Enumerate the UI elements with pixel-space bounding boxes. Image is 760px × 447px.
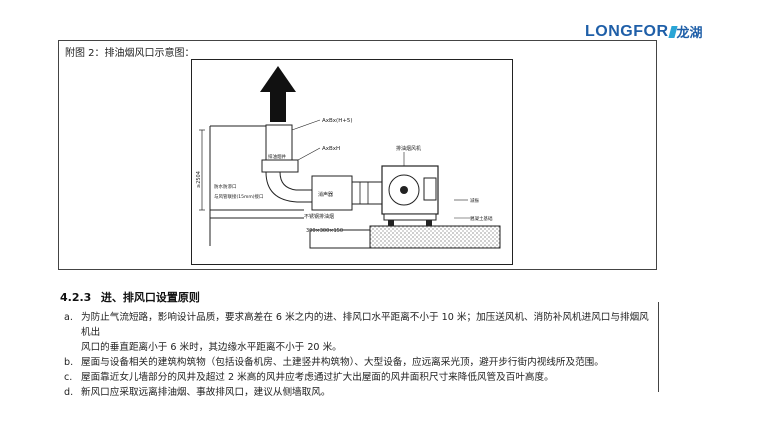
list-item: a. 为防止气流短路，影响设计品质，要求高差在 6 米之内的进、排风口水平距离不… [60,310,652,355]
label-left-a: 排油烟井 [268,153,286,160]
label-duct-tag: 不锈钢排油烟 [304,213,334,220]
brand-name-en: LONGFOR [585,22,669,40]
shaft-rect-inner [261,159,299,173]
list-text: 屋面靠近女儿墙部分的风井及超过 2 米高的风井应考虑通过扩大出屋面的风井面积尺寸… [81,372,554,383]
list-text: 屋面与设备相关的建筑构筑物（包括设备机房、土建竖井构筑物）、大型设备，应远离采光… [81,357,604,368]
list-marker: c. [64,372,73,383]
label-left-b: 防水防渗口 [214,183,237,190]
list-item: d. 新风口应采取远离排油烟、事故排风口，建议从侧墙取风。 [60,385,652,400]
duct-rect [351,181,383,205]
label-fan: 排油烟风机 [396,145,421,152]
figure-container: 附图 2：排油烟风口示意图： [58,40,657,270]
label-ab-top: AxBx(H+5) [322,118,353,124]
list-marker: a. [64,312,73,323]
fan-base [383,213,437,221]
label-right-a: 减振 [470,197,479,204]
rules-list: a. 为防止气流短路，影响设计品质，要求高差在 6 米之内的进、排风口水平距离不… [60,310,652,400]
concrete-base [369,225,501,249]
right-rule-line [658,302,659,392]
label-vertical-dim: ≥2504 [196,171,202,188]
list-text: 为防止气流短路，影响设计品质，要求高差在 6 米之内的进、排风口水平距离不小于 … [81,312,649,338]
section-number: 4.2.3 [60,291,92,304]
list-text: 新风口应采取远离排油烟、事故排风口，建议从侧墙取风。 [81,387,331,398]
label-ab-mid: AxBxH [322,146,340,152]
label-right-b: 混凝土基础 [470,215,493,222]
label-muffler: 消声器 [318,191,333,198]
list-item: c. 屋面靠近女儿墙部分的风井及超过 2 米高的风井应考虑通过扩大出屋面的风井面… [60,370,652,385]
airflow-arrow-icon [260,66,296,122]
exhaust-diagram-svg: AxBx(H+5) AxBxH ≥2504 排油烟井 防水防渗口 与风管联接(1… [196,66,501,249]
figure-caption: 附图 2：排油烟风口示意图： [65,48,195,59]
exhaust-drawing: AxBx(H+5) AxBxH ≥2504 排油烟井 防水防渗口 与风管联接(1… [191,59,513,265]
list-marker: d. [64,387,74,398]
brand-logo: LONGFOR 龙湖 [585,22,703,42]
duct-elbow [265,171,313,203]
section-title: 进、排风口设置原则 [100,291,200,304]
label-base-dim: 300×300×150 [306,228,343,234]
muffler-rect [311,175,353,211]
list-text: 风口的垂直距离小于 6 米时，其边缘水平距离不小于 20 米。 [81,342,342,353]
list-item: b. 屋面与设备相关的建筑构筑物（包括设备机房、土建竖井构筑物）、大型设备，应远… [60,355,652,370]
brand-name-cn: 龙湖 [676,26,703,41]
list-marker: b. [64,357,74,368]
fan-motor [423,177,437,201]
section-heading: 4.2.3 进、排风口设置原则 [60,289,200,305]
label-left-c: 与风管联接(15mm)接口 [214,193,264,200]
